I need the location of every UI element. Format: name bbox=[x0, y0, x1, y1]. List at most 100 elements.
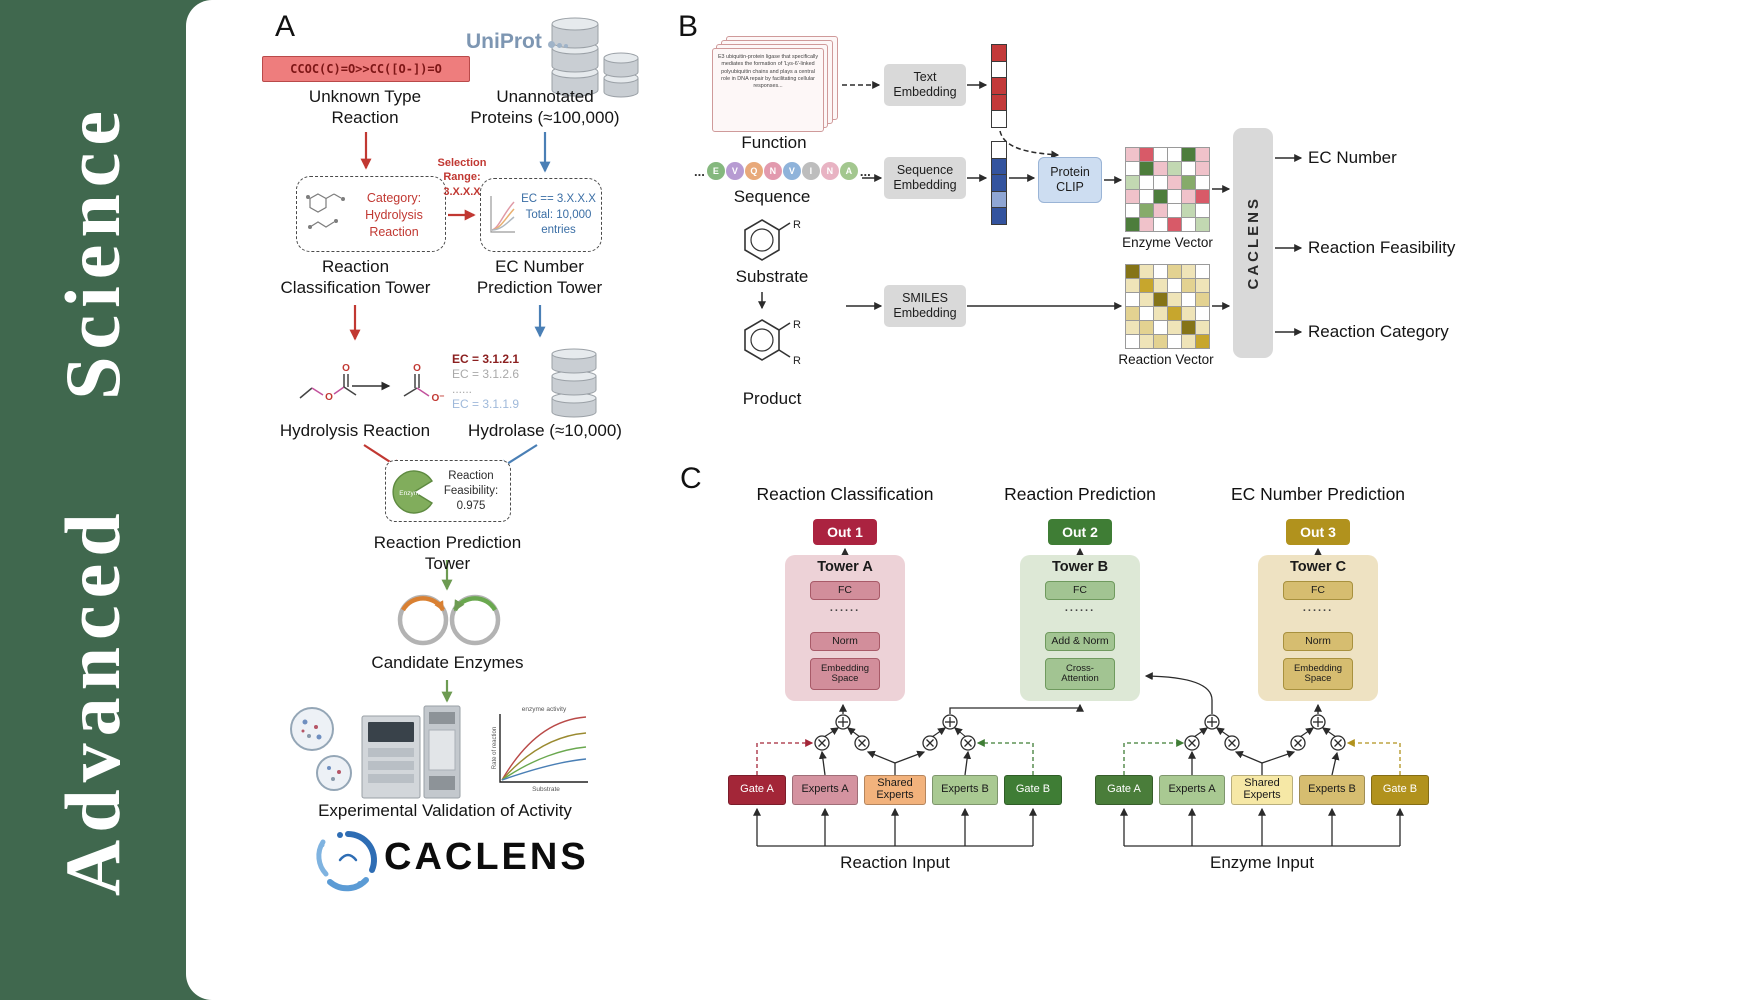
sequence-residue: N bbox=[820, 162, 839, 180]
function-card-front: E3 ubiquitin-protein ligase that specifi… bbox=[712, 48, 824, 132]
vector-grid-cell bbox=[1154, 265, 1167, 278]
tower-a-fc: FC bbox=[810, 581, 880, 600]
vector-grid-cell bbox=[1168, 190, 1181, 203]
vector-grid-cell bbox=[1154, 321, 1167, 334]
reaction-prediction-tower-label: Reaction Prediction Tower bbox=[373, 533, 522, 574]
gate-b-right: Gate B bbox=[1371, 775, 1429, 805]
tower-b-fc: FC bbox=[1045, 581, 1115, 600]
uniprot-logo-text: UniProt bbox=[466, 30, 542, 53]
vector-grid-cell bbox=[1182, 176, 1195, 189]
vector-grid-cell bbox=[1168, 162, 1181, 175]
embedding-vector-cell bbox=[992, 45, 1006, 61]
vector-grid-cell bbox=[1126, 307, 1139, 320]
sequence-label: Sequence bbox=[733, 187, 811, 206]
vector-grid-cell bbox=[1154, 279, 1167, 292]
embedding-vector-cell bbox=[992, 78, 1006, 94]
vector-grid-cell bbox=[1140, 307, 1153, 320]
tower-c: Tower C FC ...... Norm Embedding Space bbox=[1258, 555, 1378, 701]
vector-grid-cell bbox=[1168, 335, 1181, 348]
vector-grid-cell bbox=[1196, 293, 1209, 306]
vector-grid-cell bbox=[1154, 162, 1167, 175]
out-2-box: Out 2 bbox=[1048, 519, 1112, 545]
vector-grid-cell bbox=[1168, 176, 1181, 189]
tower-b-cross-attention: Cross- Attention bbox=[1045, 658, 1115, 690]
product-label: Product bbox=[742, 389, 802, 408]
vector-grid-cell bbox=[1154, 218, 1167, 231]
sequence-residue: V bbox=[725, 162, 744, 180]
protein-clip-box: Protein CLIP bbox=[1038, 157, 1102, 203]
output-reaction-category: Reaction Category bbox=[1308, 322, 1449, 341]
enzyme-icon: Enzyme bbox=[392, 470, 433, 514]
vector-grid-cell bbox=[1182, 218, 1195, 231]
tower-a-embedding-space: Embedding Space bbox=[810, 658, 880, 690]
experimental-validation-label: Experimental Validation of Activity bbox=[318, 801, 572, 820]
ec-list-item: EC = 3.1.2.1 bbox=[452, 352, 520, 366]
uniprot-wordmark: UniProt bbox=[466, 30, 568, 54]
hydrolase-label: Hydrolase (≈10,000) bbox=[468, 421, 622, 440]
vector-grid-cell bbox=[1182, 307, 1195, 320]
vector-grid-cell bbox=[1168, 307, 1181, 320]
embedding-vector-cell bbox=[992, 191, 1006, 207]
gate-a-left: Gate A bbox=[728, 775, 786, 805]
vector-grid-cell bbox=[1140, 279, 1153, 292]
vector-grid-cell bbox=[1140, 176, 1153, 189]
output-reaction-feasibility: Reaction Feasibility bbox=[1308, 238, 1456, 257]
vector-grid-cell bbox=[1140, 335, 1153, 348]
reaction-feasibility-box: Enzyme Reaction Feasibility: 0.975 bbox=[385, 460, 511, 522]
vector-grid-cell bbox=[1140, 293, 1153, 306]
vector-grid-cell bbox=[1126, 293, 1139, 306]
svg-text:Enzyme: Enzyme bbox=[399, 490, 423, 497]
panel-c-label: C bbox=[680, 462, 702, 495]
sequence-embedding-box: Sequence Embedding bbox=[884, 157, 966, 199]
vector-grid-cell bbox=[1154, 148, 1167, 161]
vector-grid-cell bbox=[1168, 293, 1181, 306]
sequence-ellipsis: ... bbox=[859, 163, 871, 179]
vector-grid-cell bbox=[1126, 279, 1139, 292]
vector-grid-cell bbox=[1182, 148, 1195, 161]
vector-grid-cell bbox=[1140, 148, 1153, 161]
ec-list-item: ...... bbox=[452, 382, 473, 396]
ec-list-item: EC = 3.1.1.9 bbox=[452, 397, 520, 411]
candidate-enzymes-label: Candidate Enzymes bbox=[371, 653, 524, 672]
molecule-icon bbox=[306, 193, 345, 229]
sequence-residue: E bbox=[706, 162, 725, 180]
vector-grid-cell bbox=[1182, 321, 1195, 334]
gate-b-left: Gate B bbox=[1004, 775, 1062, 805]
vector-grid-cell bbox=[1140, 190, 1153, 203]
embedding-vector-cell bbox=[992, 94, 1006, 110]
unknown-type-reaction-label: Unknown Type Reaction bbox=[308, 87, 422, 128]
curves-icon bbox=[490, 196, 515, 233]
caclens-fusion-box: CACLENS bbox=[1233, 128, 1273, 358]
vector-grid-cell bbox=[1182, 293, 1195, 306]
text-embedding-vector bbox=[991, 44, 1007, 128]
embedding-vector-cell bbox=[992, 175, 1006, 191]
vector-grid-cell bbox=[1168, 279, 1181, 292]
experts-a-right: Experts A bbox=[1159, 775, 1225, 805]
vector-grid-cell bbox=[1196, 265, 1209, 278]
reaction-input-label: Reaction Input bbox=[840, 853, 950, 872]
reaction-category-text: Category: Hydrolysis Reaction bbox=[365, 191, 423, 239]
vector-grid-cell bbox=[1140, 204, 1153, 217]
tower-a-norm: Norm bbox=[810, 632, 880, 651]
out-1-box: Out 1 bbox=[813, 519, 877, 545]
smiles-embedding-box: SMILES Embedding bbox=[884, 285, 966, 327]
text-embedding-box: Text Embedding bbox=[884, 64, 966, 106]
sequence-residue: A bbox=[839, 162, 858, 180]
output-ec-number: EC Number bbox=[1308, 148, 1397, 167]
vector-grid-cell bbox=[1154, 335, 1167, 348]
header-reaction-prediction: Reaction Prediction bbox=[1004, 484, 1156, 504]
vector-grid-cell bbox=[1154, 307, 1167, 320]
vector-grid-cell bbox=[1126, 265, 1139, 278]
ec-selection-box: EC == 3.X.X.X Total: 10,000 entries bbox=[480, 178, 602, 252]
vector-grid-cell bbox=[1140, 218, 1153, 231]
vector-grid-cell bbox=[1196, 335, 1209, 348]
vector-grid-cell bbox=[1126, 321, 1139, 334]
smiles-reaction-box: CCOC(C)=O>>CC([O-])=O bbox=[262, 56, 470, 82]
vector-grid-cell bbox=[1182, 279, 1195, 292]
vector-grid-cell bbox=[1168, 321, 1181, 334]
vector-grid-cell bbox=[1154, 293, 1167, 306]
vector-grid-cell bbox=[1126, 218, 1139, 231]
vector-grid-cell bbox=[1154, 190, 1167, 203]
vector-grid-cell bbox=[1126, 162, 1139, 175]
tower-c-fc: FC bbox=[1283, 581, 1353, 600]
